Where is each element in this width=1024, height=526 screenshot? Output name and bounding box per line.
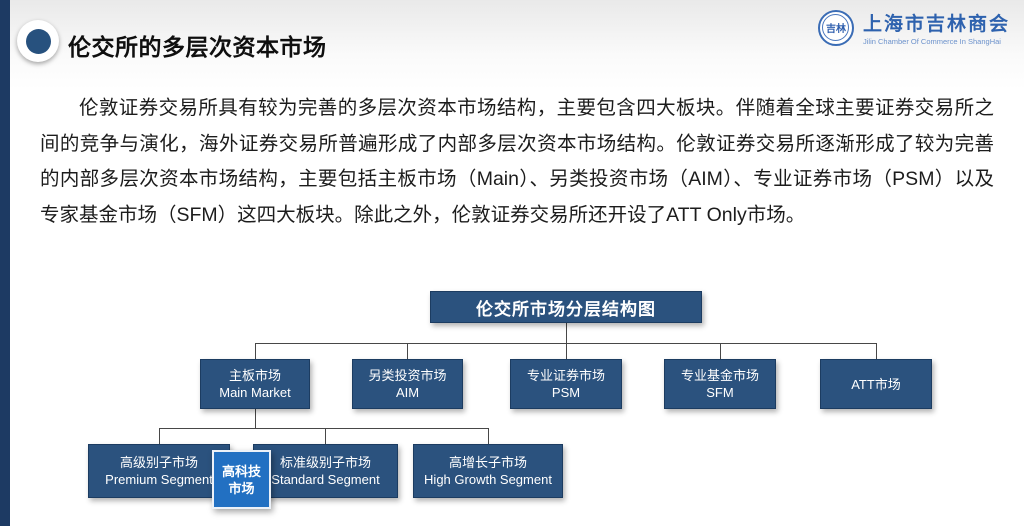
box-label-zh: 另类投资市场 — [368, 368, 447, 383]
chamber-badge-text: 吉林 — [822, 14, 850, 41]
box-label-zh: ATT市场 — [851, 376, 901, 392]
chamber-name-zh: 上海市吉林商会 — [862, 14, 1010, 35]
chamber-logo: 吉林 上海市吉林商会 Jilin Chamber Of Commerce In … — [817, 9, 1010, 46]
box-label-zh: 主板市场 — [228, 368, 281, 383]
connector-line — [255, 343, 876, 344]
connector-line — [566, 323, 567, 343]
connector-line — [255, 409, 256, 428]
connector-line — [566, 343, 567, 359]
diagram-box-aim: 另类投资市场 AIM — [352, 359, 463, 409]
box-label-en: SFM — [706, 385, 734, 400]
connector-line — [255, 343, 256, 359]
box-label-en: AIM — [395, 385, 420, 400]
slide-title: 伦交所的多层次资本市场 — [68, 34, 327, 60]
diagram-box-main-market: 主板市场 Main Market — [200, 359, 310, 409]
box-label-en: Main Market — [219, 385, 291, 400]
connector-line — [488, 428, 489, 444]
left-edge-bar — [0, 0, 10, 526]
diagram-box-att: ATT市场 — [820, 359, 932, 409]
diagram-box-sfm: 专业基金市场 SFM — [664, 359, 776, 409]
connector-line — [325, 428, 326, 444]
chamber-logo-text: 上海市吉林商会 Jilin Chamber Of Commerce In Sha… — [863, 9, 1010, 46]
title-bullet-ring — [17, 20, 59, 62]
title-bullet-icon — [25, 28, 51, 54]
diagram-root-box: 伦交所市场分层结构图 — [430, 291, 702, 323]
connector-line — [876, 343, 877, 359]
diagram-root-label: 伦交所市场分层结构图 — [476, 299, 656, 319]
box-label-en: PSM — [551, 385, 581, 400]
diagram-box-high-growth-segment: 高增长子市场 High Growth Segment — [413, 444, 563, 498]
chamber-badge-icon: 吉林 — [817, 9, 854, 46]
box-label-zh: 高科技 — [221, 463, 261, 479]
diagram-box-premium-segment: 高级别子市场 Premium Segment — [88, 444, 230, 498]
box-label-en: High Growth Segment — [424, 472, 552, 487]
box-label-zh: 专业证券市场 — [526, 368, 605, 383]
box-label-en: Standard Segment — [271, 472, 380, 487]
box-label-zh: 标准级别子市场 — [279, 455, 371, 470]
diagram-box-standard-segment: 标准级别子市场 Standard Segment — [253, 444, 398, 498]
chamber-name-en: Jilin Chamber Of Commerce In ShangHai — [862, 37, 1001, 46]
connector-line — [720, 343, 721, 359]
box-label-zh: 市场 — [228, 480, 255, 496]
box-label-zh: 专业基金市场 — [680, 368, 759, 383]
box-label-zh: 高增长子市场 — [448, 455, 527, 470]
box-label-en: Premium Segment — [105, 472, 213, 487]
body-paragraph: 伦敦证券交易所具有较为完善的多层次资本市场结构，主要包含四大板块。伴随着全球主要… — [40, 97, 994, 226]
diagram-box-psm: 专业证券市场 PSM — [510, 359, 622, 409]
connector-line — [407, 343, 408, 359]
diagram-box-high-tech-market: 高科技 市场 — [212, 450, 271, 509]
box-label-zh: 高级别子市场 — [119, 455, 198, 470]
connector-line — [159, 428, 488, 429]
connector-line — [159, 428, 160, 444]
